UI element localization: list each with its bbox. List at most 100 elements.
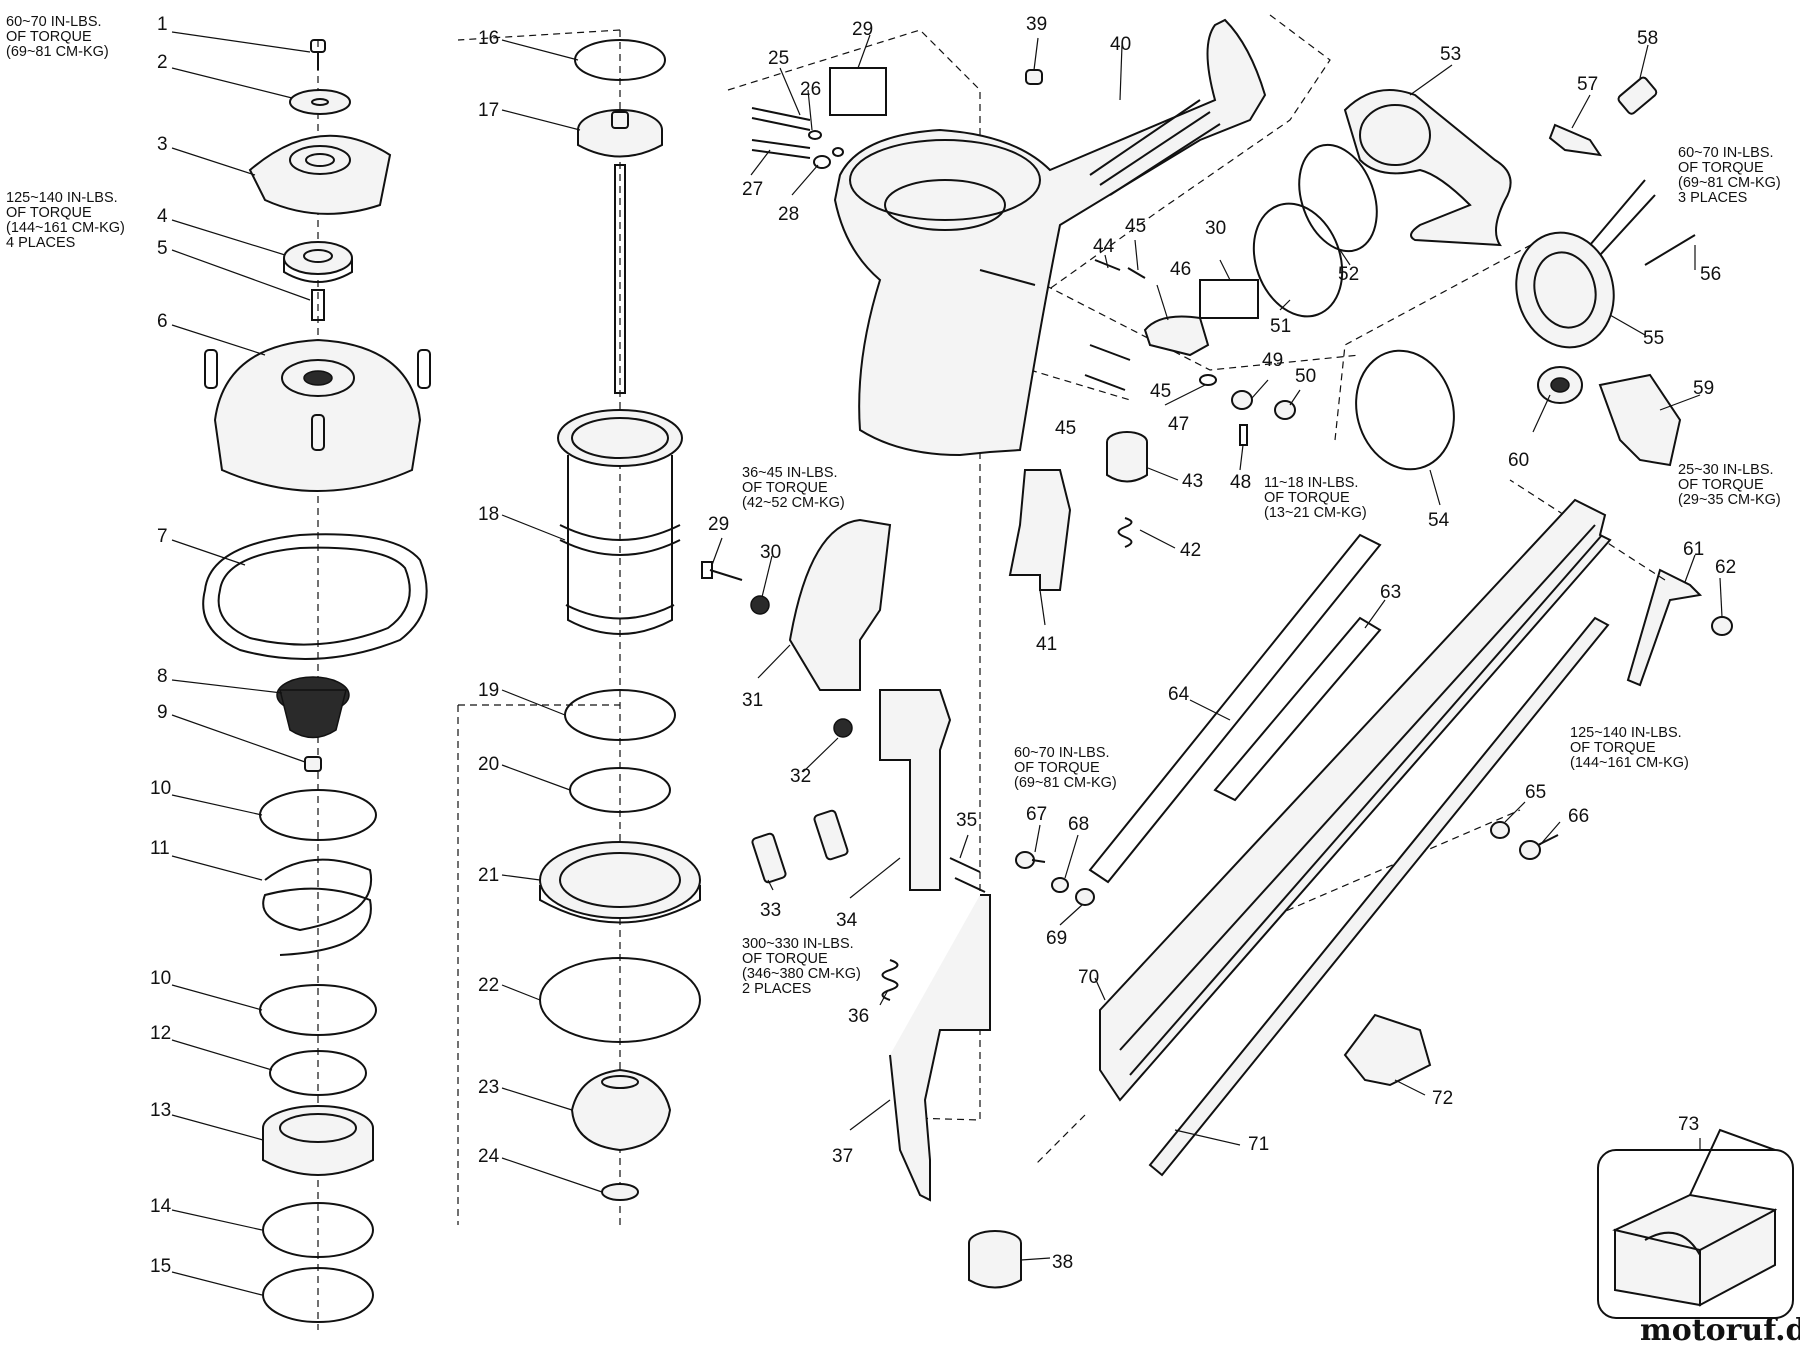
right-upper-parts <box>1334 44 1733 687</box>
svg-text:OF TORQUE: OF TORQUE <box>1014 760 1100 776</box>
torque-notes: 60~70 IN-LBS. OF TORQUE (69~81 CM-KG) 12… <box>6 14 1781 997</box>
svg-text:(346~380 CM-KG): (346~380 CM-KG) <box>742 966 861 982</box>
svg-text:(144~161 CM-KG): (144~161 CM-KG) <box>1570 755 1689 771</box>
svg-text:OF TORQUE: OF TORQUE <box>6 205 92 221</box>
callout-19: 19 <box>478 680 499 701</box>
callout-9: 9 <box>157 702 168 723</box>
callout-71: 70 <box>1078 967 1099 988</box>
svg-text:11~18 IN-LBS.: 11~18 IN-LBS. <box>1264 475 1358 491</box>
callout-15: 15 <box>150 1256 171 1277</box>
callout-44: 43 <box>1182 471 1203 492</box>
callout-8: 8 <box>157 666 168 687</box>
callout-29: 29 <box>852 19 873 40</box>
svg-text:25~30 IN-LBS.: 25~30 IN-LBS. <box>1678 462 1774 478</box>
callout-58: 57 <box>1577 74 1598 95</box>
torque-note-2: 125~140 IN-LBS. OF TORQUE (144~161 CM-KG… <box>6 190 125 251</box>
torque-note-6: 11~18 IN-LBS. OF TORQUE (13~21 CM-KG) <box>1264 475 1367 521</box>
callout-21: 21 <box>478 865 499 886</box>
callout-72: 71 <box>1248 1134 1269 1155</box>
callout-53: 52 <box>1338 264 1359 285</box>
callout-55: 54 <box>1428 510 1450 531</box>
svg-text:(69~81 CM-KG): (69~81 CM-KG) <box>1014 775 1117 791</box>
torque-note-4: 300~330 IN-LBS. OF TORQUE (346~380 CM-KG… <box>742 936 861 997</box>
callout-64: 63 <box>1380 582 1401 603</box>
svg-text:OF TORQUE: OF TORQUE <box>1570 740 1656 756</box>
callout-20: 20 <box>478 754 499 775</box>
callout-12: 12 <box>150 1023 171 1044</box>
callout-57: 56 <box>1700 264 1721 285</box>
torque-note-8: 25~30 IN-LBS. OF TORQUE (29~35 CM-KG) <box>1678 462 1781 508</box>
svg-text:2 PLACES: 2 PLACES <box>742 981 811 997</box>
callout-37: 36 <box>848 1006 869 1027</box>
callout-39: 38 <box>1052 1252 1073 1273</box>
torque-note-1: 60~70 IN-LBS. OF TORQUE (69~81 CM-KG) <box>6 14 109 60</box>
callout-56: 55 <box>1643 328 1664 349</box>
svg-text:(13~21 CM-KG): (13~21 CM-KG) <box>1264 505 1367 521</box>
callout-16: 16 <box>478 28 499 49</box>
svg-text:(69~81 CM-KG): (69~81 CM-KG) <box>6 44 109 60</box>
callout-60: 59 <box>1693 378 1714 399</box>
callout-10: 10 <box>150 778 171 799</box>
callout-35: 34 <box>836 910 858 931</box>
svg-text:(69~81 CM-KG): (69~81 CM-KG) <box>1678 175 1781 191</box>
callout-50: 49 <box>1262 350 1283 371</box>
torque-note-5: 60~70 IN-LBS. OF TORQUE (69~81 CM-KG) <box>1014 745 1117 791</box>
callout-66: 65 <box>1525 782 1546 803</box>
callout-34: 33 <box>760 900 781 921</box>
callout-36: 35 <box>956 810 977 831</box>
callout-59: 58 <box>1637 28 1658 49</box>
callout-33: 32 <box>790 766 811 787</box>
svg-text:300~330 IN-LBS.: 300~330 IN-LBS. <box>742 936 854 952</box>
part-callout-numbers: 1 2 3 4 5 6 7 8 9 10 11 10 12 13 14 15 1… <box>150 14 1736 1277</box>
callout-23: 23 <box>478 1077 499 1098</box>
callout-31: 30 <box>760 542 781 563</box>
callout-30: 29 <box>708 514 729 535</box>
watermark: motoruf.de <box>1640 1313 1800 1348</box>
callout-46: 45 <box>1125 216 1146 237</box>
callout-25: 25 <box>768 48 789 69</box>
callout-17: 17 <box>478 100 499 121</box>
housing-parts <box>833 14 1378 626</box>
torque-note-7: 60~70 IN-LBS. OF TORQUE (69~81 CM-KG) 3 … <box>1678 145 1781 206</box>
svg-text:3 PLACES: 3 PLACES <box>1678 190 1747 206</box>
callout-4: 4 <box>157 206 168 227</box>
torque-note-3: 36~45 IN-LBS. OF TORQUE (42~52 CM-KG) <box>742 465 845 511</box>
torque-note-9: 125~140 IN-LBS. OF TORQUE (144~161 CM-KG… <box>1570 725 1689 771</box>
callout-7: 7 <box>157 526 168 547</box>
callout-10b: 10 <box>150 968 171 989</box>
callout-22: 22 <box>478 975 499 996</box>
svg-text:125~140 IN-LBS.: 125~140 IN-LBS. <box>6 190 118 206</box>
callout-26: 26 <box>800 79 821 100</box>
svg-text:60~70 IN-LBS.: 60~70 IN-LBS. <box>1014 745 1110 761</box>
callout-43: 42 <box>1180 540 1201 561</box>
magazine-parts <box>1015 498 1612 1177</box>
callout-68: 67 <box>1026 804 1047 825</box>
callout-69: 68 <box>1068 814 1089 835</box>
callout-876: 73 <box>1678 1114 1699 1135</box>
svg-text:OF TORQUE: OF TORQUE <box>742 951 828 967</box>
callout-45b: 45 <box>1150 381 1171 402</box>
cylinder-column-parts <box>457 29 701 1230</box>
callout-61: 60 <box>1508 450 1529 471</box>
callout-40: 39 <box>1026 14 1047 35</box>
callout-67: 66 <box>1568 806 1589 827</box>
callout-42: 41 <box>1036 634 1057 655</box>
svg-text:(144~161 CM-KG): (144~161 CM-KG) <box>6 220 125 236</box>
svg-text:OF TORQUE: OF TORQUE <box>742 480 828 496</box>
callout-2: 2 <box>157 52 168 73</box>
callout-13: 13 <box>150 1100 171 1121</box>
callout-6: 6 <box>157 311 168 332</box>
callout-27: 27 <box>742 179 763 200</box>
callout-65: 64 <box>1168 684 1190 705</box>
svg-text:60~70 IN-LBS.: 60~70 IN-LBS. <box>6 14 102 30</box>
callout-11: 11 <box>150 838 170 859</box>
callout-28: 28 <box>778 204 799 225</box>
svg-text:60~70 IN-LBS.: 60~70 IN-LBS. <box>1678 145 1774 161</box>
callout-5: 5 <box>157 238 168 259</box>
center-parts <box>701 29 1051 1289</box>
callout-29b: 30 <box>1205 218 1226 239</box>
callout-1: 1 <box>157 14 168 35</box>
svg-text:36~45 IN-LBS.: 36~45 IN-LBS. <box>742 465 838 481</box>
callout-41: 40 <box>1110 34 1131 55</box>
callout-45c: 45 <box>1055 418 1076 439</box>
